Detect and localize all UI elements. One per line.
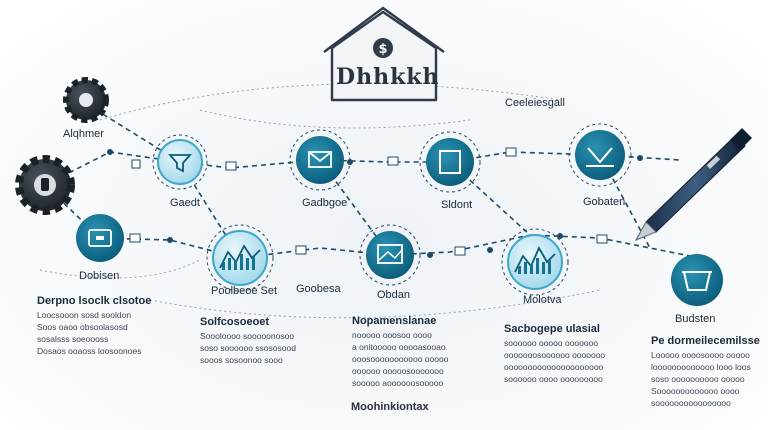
diagram-title: Dhhkkh [336,64,440,90]
label-left-box: Dobisen [79,270,120,282]
svg-text:$: $ [378,42,387,57]
pen-icon [634,128,752,241]
label-mid-4: Molotva [523,294,562,306]
gear-icon-top [63,77,109,123]
node-window-icon [419,131,481,193]
node-mail-icon [289,129,351,191]
text-block-4: Sacbogepe ulasial soooooo ooooo ooooooo … [504,323,606,384]
node-chart-icon [206,224,274,292]
label-mid-2: Goobesa [296,283,341,295]
text-block-2: Solfcosoeoet Soooloooo sooooonosoo soso … [200,316,296,365]
label-node-1: Gaedt [170,197,200,209]
label-node-4: Gobaten [583,196,626,208]
house-logo-icon: $ [323,6,445,102]
footer-label: Moohinkiontax [351,401,429,413]
label-node-3: Sldont [441,199,473,211]
label-top-right: Ceeleiesgall [505,97,565,109]
gear-icon-left [15,155,75,215]
text-block-3: Nopamenslanae nooooo ooosoo oooo a onito… [352,315,449,388]
label-right-box: Budsten [675,313,716,325]
dotted-arcs [39,83,601,319]
connector-squares [129,147,608,256]
label-mid-1: Poolbeoe Set [211,285,278,297]
label-node-2: Gadbgoe [302,197,348,209]
node-tray-icon [671,254,723,306]
node-check-icon [568,123,632,187]
node-filter-icon [152,134,208,190]
text-block-1: Derpno lsoclk clsotoe Loocsooon sosd soo… [37,295,152,356]
node-analytics-icon [501,228,569,296]
node-folder-icon [76,214,124,262]
label-gear: Alqhmer [63,128,104,140]
label-mid-3: Obdan [377,289,411,301]
node-image-icon [359,224,421,286]
text-block-5: Pe dormeilecemilsse Looooo oooosoooo ooo… [651,335,760,408]
